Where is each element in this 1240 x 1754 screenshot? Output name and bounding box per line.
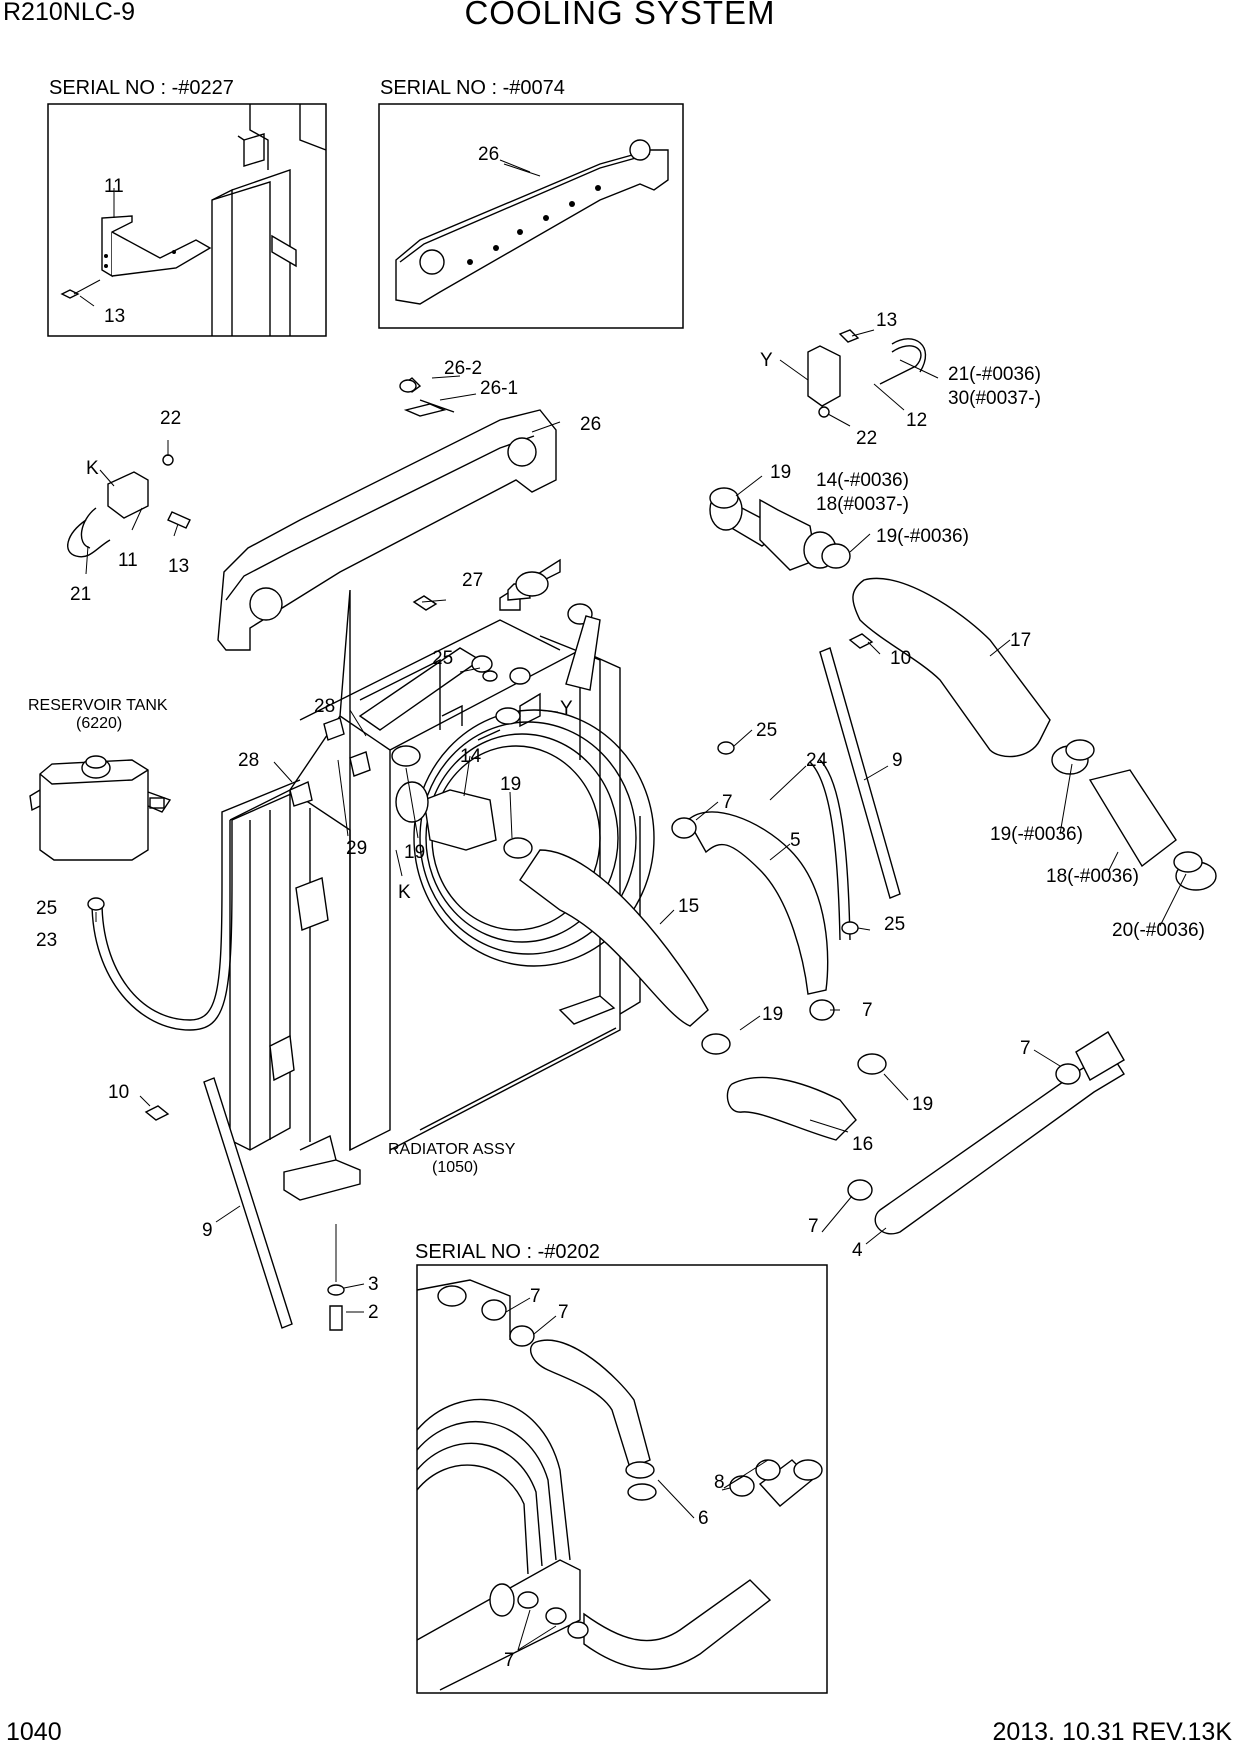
callout: 20(-#0036) — [1112, 920, 1205, 941]
callout: 10 — [890, 648, 911, 669]
page-number: 1040 — [6, 1718, 62, 1746]
callout: 26 — [478, 144, 499, 165]
callout: 19 — [770, 462, 791, 483]
callout: 19 — [762, 1004, 783, 1025]
callout: 5 — [790, 830, 801, 851]
callout: 25 — [884, 914, 905, 935]
callout: 7 — [504, 1650, 515, 1671]
callout: 26 — [580, 414, 601, 435]
stays — [203, 647, 901, 1329]
callout: 28 — [314, 696, 335, 717]
callout: 18(#0037-) — [816, 494, 909, 515]
callout: 15 — [678, 896, 699, 917]
callout: 19(-#0036) — [990, 824, 1083, 845]
callout: 6 — [698, 1508, 709, 1529]
callout: 26-2 — [444, 358, 482, 379]
inset-label-c: SERIAL NO : -#0202 — [415, 1241, 600, 1263]
callout: 3 — [368, 1274, 379, 1295]
hoses — [395, 489, 1217, 1235]
inset-frame-c — [416, 1264, 828, 1694]
hardware — [67, 329, 927, 1331]
inset-label-a: SERIAL NO : -#0227 — [49, 77, 234, 99]
callout: 12 — [906, 410, 927, 431]
reservoir-tank-code: (6220) — [76, 715, 122, 732]
callout: 21 — [70, 584, 91, 605]
radiator-assy-label: RADIATOR ASSY — [388, 1141, 516, 1158]
callout: 7 — [530, 1286, 541, 1307]
callout: 11 — [118, 550, 138, 571]
callout: 13 — [876, 310, 897, 331]
inset-a-drawing — [60, 104, 327, 336]
callout: 14(-#0036) — [816, 470, 909, 491]
radiator-top-fittings — [299, 558, 601, 741]
clamps — [391, 487, 1203, 1201]
leader-lines — [85, 159, 1187, 1651]
fan-shroud — [217, 399, 557, 651]
callout: 9 — [892, 750, 903, 771]
callout: 30(#0037-) — [948, 388, 1041, 409]
callout: 4 — [852, 1240, 863, 1261]
callout: 29 — [346, 838, 367, 859]
callout: 16 — [852, 1134, 873, 1155]
reservoir-tank — [29, 755, 301, 1031]
callout: K — [398, 882, 411, 903]
callout: 2 — [368, 1302, 379, 1323]
callout: 13 — [104, 306, 125, 327]
callout: 25 — [756, 720, 777, 741]
callout: 14 — [460, 746, 482, 767]
callout: 19 — [912, 1094, 933, 1115]
inset-label-b: SERIAL NO : -#0074 — [380, 77, 565, 99]
reservoir-tank-label: RESERVOIR TANK — [28, 697, 168, 714]
callout: 7 — [558, 1302, 569, 1323]
callout: 25 — [432, 648, 453, 669]
callout: 18(-#0036) — [1046, 866, 1139, 887]
callout: 24 — [806, 750, 828, 771]
callout: 7 — [808, 1216, 819, 1237]
radiator-assy-code: (1050) — [432, 1159, 478, 1176]
callout: 9 — [202, 1220, 213, 1241]
callout: 26-1 — [480, 378, 518, 399]
callout: 17 — [1010, 630, 1031, 651]
date-revision: 2013. 10.31 REV.13K — [992, 1718, 1232, 1746]
inset-c-drawing — [416, 1279, 823, 1691]
model-number: R210NLC-9 — [3, 0, 136, 26]
callout: 11 — [104, 176, 124, 197]
callout: 7 — [1020, 1038, 1031, 1059]
callout: 21(-#0036) — [948, 364, 1041, 385]
callout: 19(-#0036) — [876, 526, 969, 547]
callout: 28 — [238, 750, 259, 771]
callout: Y — [560, 698, 573, 719]
callout: 27 — [462, 570, 483, 591]
callout: Y — [760, 350, 773, 371]
page-title: COOLING SYSTEM — [464, 0, 776, 31]
callout: 19 — [404, 842, 425, 863]
callout: 22 — [160, 408, 181, 429]
callout: 7 — [862, 1000, 873, 1021]
callout: 22 — [856, 428, 877, 449]
callout: 25 — [36, 898, 57, 919]
callout: 10 — [108, 1082, 129, 1103]
callout: 13 — [168, 556, 189, 577]
callout-labels: 11 13 26 26-2 26-1 26 22 K 11 13 21 Y 13… — [36, 144, 1205, 1671]
inset-frame-a — [47, 103, 327, 337]
inset-b-drawing — [395, 139, 669, 305]
callout: 8 — [714, 1472, 725, 1493]
callout: 19 — [500, 774, 521, 795]
callout: 23 — [36, 930, 57, 951]
inset-frame-b — [378, 103, 684, 329]
callout: 7 — [722, 792, 733, 813]
callout: K — [86, 458, 99, 479]
